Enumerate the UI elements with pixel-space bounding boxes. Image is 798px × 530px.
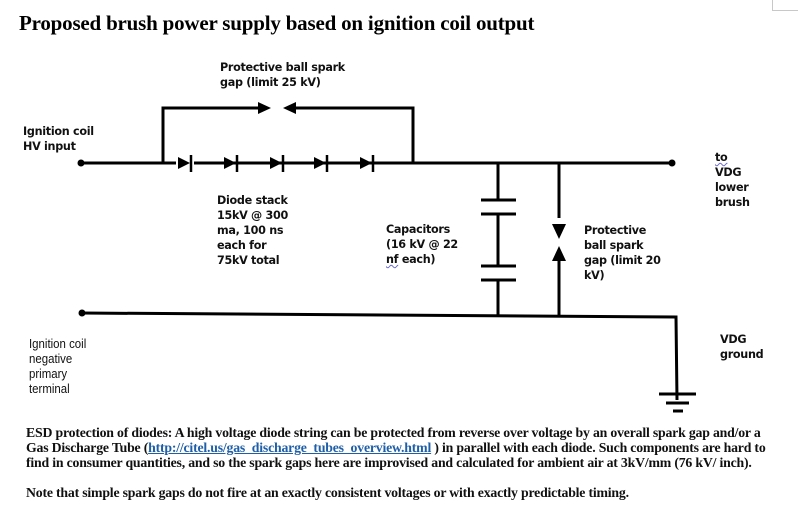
diode-1	[176, 155, 194, 172]
esd-text-before-link: ESD protection of diodes: A high voltage…	[26, 425, 761, 455]
to-vdg-brush-rest: VDG lower brush	[715, 166, 750, 209]
spark-gap-right-up-arrow	[552, 246, 566, 261]
spark-gap-bypass-right-wire	[295, 106, 415, 163]
to-vdg-brush-label: to VDG lower brush	[715, 150, 750, 210]
negative-primary-terminal	[78, 309, 86, 317]
ground-icon	[659, 392, 696, 413]
page-corner-mark	[772, 0, 798, 11]
notes-section: ESD protection of diodes: A high voltage…	[26, 425, 786, 500]
spark-gap-top-right-arrow	[283, 102, 296, 114]
spark-gap-right-down-arrow	[552, 224, 566, 239]
spark-gap-note-paragraph: Note that simple spark gaps do not fire …	[26, 485, 629, 500]
diode-4	[314, 155, 329, 172]
hv-input-label: Ignition coil HV input	[23, 125, 94, 153]
esd-text-after-link: ) in parallel with each diode. Such comp…	[26, 440, 766, 470]
diagram-title: Proposed brush power supply based on ign…	[19, 11, 535, 35]
diode-2	[224, 155, 239, 172]
capacitors-label-head: Capacitors (16 kV @ 22	[386, 223, 458, 251]
diode-stack	[176, 155, 375, 172]
diode-3	[270, 155, 285, 172]
to-word: to	[715, 151, 728, 164]
spark-gap-right-label: Protective ball spark gap (limit 20 kV)	[584, 224, 661, 282]
negative-terminal-label: Ignition coil negative primary terminal	[29, 336, 87, 396]
spark-gap-top-label: Protective ball spark gap (limit 25 kV)	[220, 61, 345, 89]
capacitors-label: Capacitors (16 kV @ 22 nf each)	[386, 222, 458, 267]
vdg-brush-terminal	[668, 159, 676, 167]
capacitor-2	[481, 264, 516, 282]
vdg-ground-label: VDG ground	[720, 333, 764, 361]
spark-gap-top-left-arrow	[258, 102, 271, 114]
ground-rail-wire	[80, 311, 679, 401]
gas-discharge-tube-link[interactable]: http://citel.us/gas_discharge_tubes_over…	[148, 440, 432, 455]
capacitors-nf-word: nf	[386, 253, 399, 266]
hv-input-terminal	[77, 159, 85, 167]
diode-stack-label: Diode stack 15kV @ 300 ma, 100 ns each f…	[217, 194, 288, 267]
capacitors-label-tail: each)	[398, 253, 436, 266]
esd-protection-paragraph: ESD protection of diodes: A high voltage…	[26, 425, 786, 470]
diode-5	[360, 155, 375, 172]
capacitor-1	[481, 198, 516, 216]
spark-gap-bypass-left-wire	[161, 106, 262, 163]
